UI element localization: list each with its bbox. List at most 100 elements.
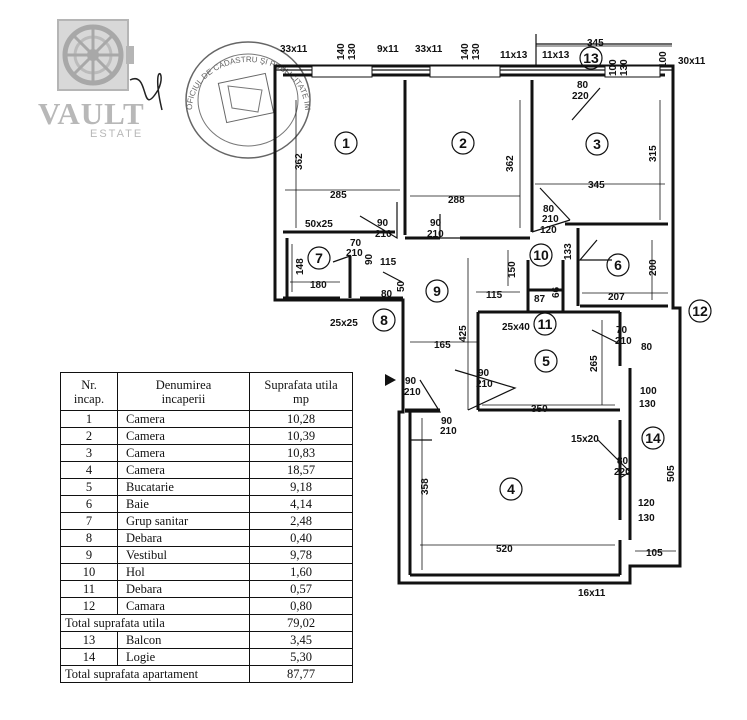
room-name-cell: Grup sanitar — [117, 512, 250, 530]
svg-text:11: 11 — [538, 316, 553, 332]
svg-text:100: 100 — [658, 51, 669, 68]
svg-text:345: 345 — [588, 180, 605, 191]
room-area-cell: 10,28 — [249, 410, 353, 428]
room-14: 14 — [641, 426, 665, 450]
svg-text:80: 80 — [577, 80, 589, 91]
svg-text:80: 80 — [617, 456, 629, 467]
room-area-cell: 1,60 — [249, 563, 353, 581]
room-13: 13 — [579, 46, 603, 70]
svg-text:358: 358 — [420, 478, 431, 495]
svg-text:80: 80 — [381, 289, 393, 300]
svg-text:288: 288 — [448, 195, 465, 206]
room-area-cell: 0,57 — [249, 580, 353, 598]
room-name-cell: Camara — [117, 597, 250, 615]
room-name-cell: Debara — [117, 580, 250, 598]
logo-sub-text: ESTATE — [90, 128, 144, 140]
svg-text:115: 115 — [486, 290, 503, 301]
svg-text:130: 130 — [639, 399, 656, 410]
room-area-cell: 10,39 — [249, 427, 353, 445]
total-label-cell: Total suprafata apartament — [60, 665, 250, 683]
room-nr-cell: 3 — [60, 444, 118, 462]
svg-text:265: 265 — [589, 355, 600, 372]
svg-text:425: 425 — [458, 325, 469, 342]
room-4: 4 — [499, 477, 523, 501]
room-name-cell: Camera — [117, 444, 250, 462]
svg-text:505: 505 — [666, 465, 677, 482]
svg-text:350: 350 — [531, 404, 548, 415]
room-name-cell: Baie — [117, 495, 250, 513]
svg-text:130: 130 — [471, 43, 482, 60]
room-nr-cell: 1 — [60, 410, 118, 428]
svg-text:115: 115 — [380, 257, 397, 268]
svg-text:520: 520 — [496, 544, 513, 555]
room-nr-cell: 2 — [60, 427, 118, 445]
svg-text:130: 130 — [619, 59, 630, 76]
svg-text:362: 362 — [294, 153, 305, 170]
svg-text:33x11: 33x11 — [280, 44, 308, 55]
svg-text:180: 180 — [310, 280, 327, 291]
svg-text:210: 210 — [346, 248, 363, 259]
dimension-labels: 345 140 130 33x11 9x11 33x11 140 130 11x… — [280, 38, 706, 599]
svg-text:90: 90 — [441, 416, 453, 427]
svg-text:87: 87 — [534, 294, 546, 305]
svg-text:105: 105 — [646, 548, 663, 559]
room-nr-cell: 8 — [60, 529, 118, 547]
logo-brand-text: VAULT — [38, 96, 145, 131]
svg-text:120: 120 — [540, 225, 557, 236]
svg-text:9: 9 — [433, 283, 441, 299]
svg-text:2: 2 — [459, 135, 467, 151]
room-name-cell: Camera — [117, 410, 250, 428]
svg-text:11x13: 11x13 — [500, 50, 528, 61]
header-nr: Nr.incap. — [60, 372, 118, 411]
room-area-cell: 3,45 — [249, 631, 353, 649]
svg-text:120: 120 — [638, 498, 655, 509]
svg-text:80: 80 — [641, 342, 653, 353]
svg-text:285: 285 — [330, 190, 347, 201]
svg-text:362: 362 — [505, 155, 516, 172]
svg-text:6: 6 — [614, 257, 622, 273]
svg-text:50: 50 — [396, 280, 407, 292]
svg-text:1: 1 — [342, 135, 350, 151]
svg-text:14: 14 — [645, 430, 661, 446]
svg-text:90: 90 — [430, 218, 442, 229]
room-nr-cell: 6 — [60, 495, 118, 513]
svg-text:220: 220 — [614, 467, 631, 478]
svg-text:90: 90 — [377, 218, 389, 229]
room-7: 7 — [307, 246, 331, 270]
svg-text:12: 12 — [692, 303, 708, 319]
svg-text:133: 133 — [563, 243, 574, 260]
room-name-cell: Debara — [117, 529, 250, 547]
room-name-cell: Balcon — [117, 631, 250, 649]
svg-text:16x11: 16x11 — [578, 588, 606, 599]
vault-estate-logo: VAULT ESTATE — [34, 18, 174, 168]
svg-text:30x11: 30x11 — [678, 56, 706, 67]
svg-text:148: 148 — [295, 258, 306, 275]
svg-text:165: 165 — [434, 340, 451, 351]
dimension-lines — [285, 45, 681, 570]
svg-text:7: 7 — [315, 250, 323, 266]
total-area-cell: 87,77 — [249, 665, 353, 683]
svg-text:10: 10 — [533, 247, 549, 263]
svg-text:3: 3 — [593, 136, 601, 152]
room-name-cell: Hol — [117, 563, 250, 581]
room-nr-cell: 14 — [60, 648, 118, 666]
svg-text:100: 100 — [640, 386, 657, 397]
cadastre-stamp: OFICIUL DE CADASTRU ŞI PUBLICITATE IMOBI… — [0, 0, 312, 159]
room-numbers: 1 2 3 4 5 6 7 8 9 10 11 12 13 14 — [307, 46, 712, 501]
svg-text:210: 210 — [542, 214, 559, 225]
svg-text:210: 210 — [476, 379, 493, 390]
svg-text:11x13: 11x13 — [542, 50, 570, 61]
entrance-arrow — [385, 374, 396, 386]
